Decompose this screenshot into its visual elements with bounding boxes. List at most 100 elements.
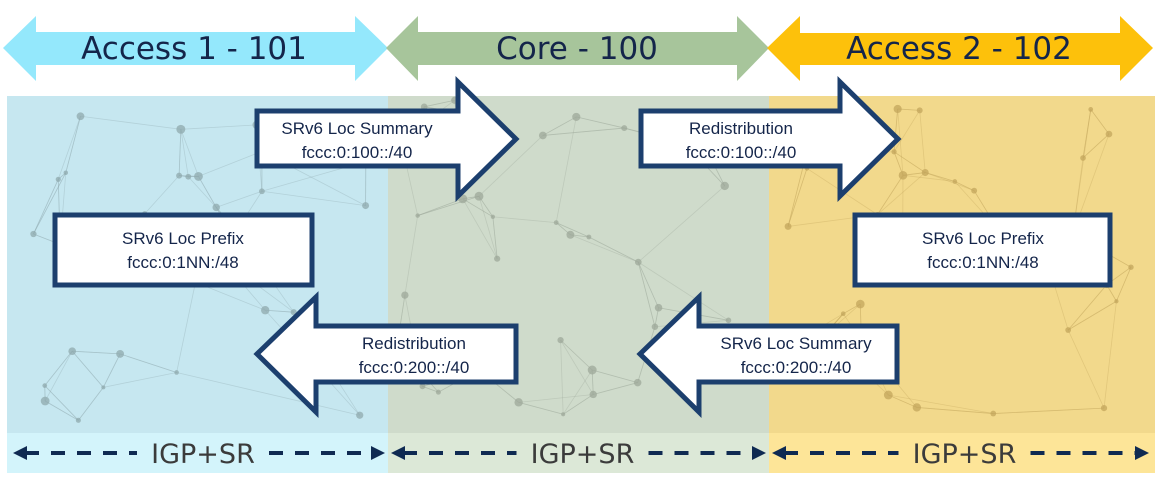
- mesh-link: [1090, 109, 1110, 135]
- mesh-node: [589, 390, 597, 399]
- mesh-link: [542, 127, 625, 136]
- mesh-link: [462, 198, 494, 218]
- prefix-left-line2: fccc:0:1NN:/48: [127, 253, 239, 272]
- mesh-link: [877, 175, 904, 215]
- mesh-link: [893, 151, 926, 173]
- mesh-node: [1088, 107, 1094, 112]
- mesh-link: [919, 110, 926, 173]
- mesh-node: [1080, 155, 1086, 161]
- mesh-link: [103, 372, 177, 388]
- mesh-link: [588, 236, 639, 263]
- mesh-link: [954, 181, 975, 192]
- mesh-link: [78, 387, 104, 421]
- mesh-link: [65, 116, 81, 173]
- mesh-link: [637, 261, 659, 308]
- mesh-link: [518, 394, 594, 403]
- prefix-left-line1: SRv6 Loc Prefix: [122, 229, 244, 248]
- mesh-node: [116, 349, 125, 358]
- mesh-link: [1116, 267, 1132, 302]
- mesh-link: [916, 407, 994, 414]
- arrowhead-left-icon: [772, 446, 786, 460]
- mesh-node: [42, 383, 48, 388]
- igp-sr-label: IGP+SR: [151, 439, 255, 470]
- igp-sr-arrow-access1: IGP+SR: [13, 439, 385, 470]
- mesh-link: [492, 216, 498, 259]
- mesh-link: [198, 150, 263, 177]
- mesh-link: [897, 108, 904, 176]
- arrowhead-right-icon: [752, 446, 766, 460]
- redistribution-left-line2: fccc:0:200::/40: [359, 358, 470, 377]
- mesh-link: [492, 216, 557, 223]
- mesh-node: [621, 125, 628, 132]
- mesh-node: [362, 202, 370, 210]
- mesh-link: [72, 350, 121, 355]
- mesh-node: [30, 230, 37, 238]
- mesh-link: [78, 387, 104, 421]
- mesh-node: [212, 203, 220, 212]
- arrowhead-left-icon: [391, 446, 405, 460]
- summary-arrow-right: SRv6 Loc Summary fccc:0:100::/40: [254, 76, 520, 202]
- mesh-node: [916, 107, 923, 114]
- mesh-link: [638, 261, 729, 321]
- mesh-node: [921, 169, 929, 177]
- prefix-right-line1: SRv6 Loc Prefix: [922, 229, 1044, 248]
- mesh-node: [185, 173, 192, 180]
- mesh-node: [75, 417, 81, 423]
- mesh-node: [55, 176, 61, 182]
- mesh-node: [971, 187, 978, 194]
- mesh-link: [954, 181, 975, 192]
- mesh-node: [174, 370, 179, 375]
- mesh-node: [633, 378, 642, 387]
- mesh-node: [514, 398, 523, 407]
- mesh-link: [555, 116, 577, 223]
- mesh-link: [144, 175, 180, 215]
- mesh-node: [194, 171, 203, 181]
- mesh-link: [176, 372, 360, 416]
- mesh-link: [180, 129, 189, 177]
- arrowhead-right-icon: [371, 446, 385, 460]
- arrowhead-left-icon: [13, 446, 27, 460]
- mesh-link: [518, 401, 564, 415]
- mesh-node: [898, 171, 908, 180]
- mesh-node: [259, 188, 265, 195]
- mesh-link: [542, 127, 625, 136]
- mesh-node: [494, 255, 501, 262]
- mesh-link: [1082, 133, 1110, 159]
- mesh-link: [893, 110, 921, 152]
- igp-sr-arrow-core: IGP+SR: [391, 439, 766, 470]
- prefix-right-line2: fccc:0:1NN:/48: [927, 253, 1039, 272]
- mesh-node: [40, 396, 50, 406]
- prefix-box-left: SRv6 Loc Prefix fccc:0:1NN:/48: [52, 212, 315, 288]
- mesh-link: [560, 339, 593, 371]
- mesh-node: [557, 337, 564, 344]
- access1-domain-label: Access 1 - 101: [81, 31, 307, 67]
- core-domain-arrow: [386, 16, 769, 81]
- mesh-link: [562, 394, 594, 415]
- summary-right-line1: SRv6 Loc Summary: [281, 119, 433, 138]
- mesh-node: [566, 230, 575, 239]
- mesh-node: [63, 170, 69, 175]
- mesh-node: [720, 181, 729, 191]
- mesh-link: [417, 198, 463, 216]
- mesh-link: [102, 353, 121, 388]
- mesh-link: [593, 382, 638, 395]
- mesh-link: [71, 350, 104, 388]
- mesh-node: [840, 311, 846, 317]
- mesh-link: [44, 350, 73, 386]
- core-domain-label: Core - 100: [496, 31, 658, 67]
- mesh-link: [33, 179, 59, 235]
- mesh-node: [538, 131, 547, 140]
- mesh-link: [216, 190, 263, 208]
- mesh-node: [587, 365, 597, 375]
- redistribution-right-line2: fccc:0:100::/40: [686, 143, 797, 162]
- mesh-link: [71, 350, 104, 388]
- mesh-link: [560, 339, 594, 395]
- mesh-node: [654, 303, 663, 312]
- arrowhead-right-icon: [1135, 446, 1149, 460]
- mesh-node: [891, 149, 897, 155]
- redistribution-arrow-left: Redistribution fccc:0:200::/40: [253, 291, 519, 418]
- mesh-link: [556, 222, 590, 238]
- mesh-link: [33, 172, 67, 235]
- mesh-link: [1082, 133, 1110, 159]
